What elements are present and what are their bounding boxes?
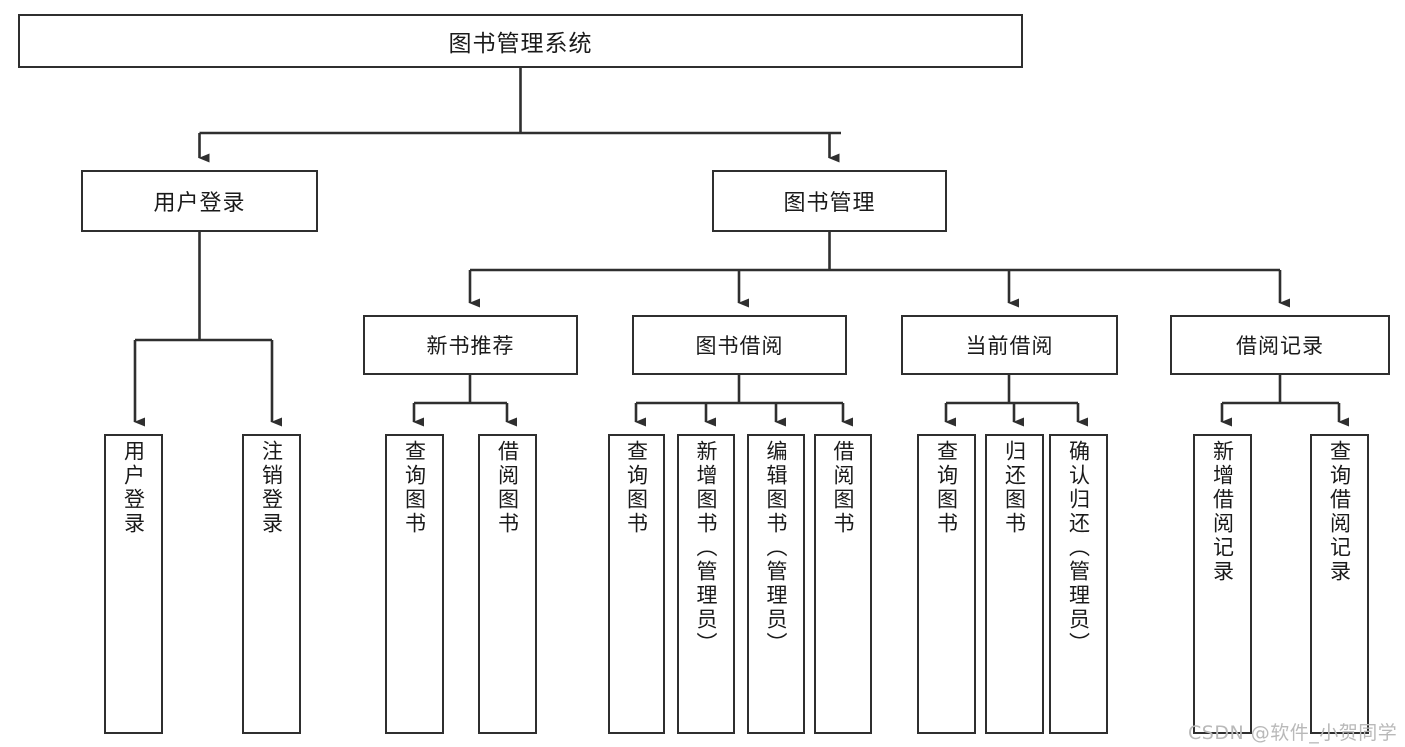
node-new-book-recommend-label: 新书推荐 bbox=[426, 334, 515, 358]
node-leaf-return-book[interactable]: 归还图书 bbox=[985, 434, 1044, 734]
node-book-management[interactable]: 图书管理 bbox=[712, 170, 947, 232]
node-leaf-user-login-label: 用户登录 bbox=[121, 440, 146, 536]
node-current-borrow[interactable]: 当前借阅 bbox=[901, 315, 1118, 375]
node-user-login[interactable]: 用户登录 bbox=[81, 170, 318, 232]
node-user-login-label: 用户登录 bbox=[153, 191, 246, 216]
node-leaf-query-book-recommend-label: 查询图书 bbox=[402, 440, 427, 536]
node-leaf-borrow-book-recommend-label: 借阅图书 bbox=[495, 440, 520, 536]
node-book-borrow[interactable]: 图书借阅 bbox=[632, 315, 847, 375]
node-leaf-query-book-current[interactable]: 查询图书 bbox=[917, 434, 976, 734]
node-leaf-query-book-recommend[interactable]: 查询图书 bbox=[385, 434, 444, 734]
node-leaf-add-book-admin[interactable]: 新增图书（管理员） bbox=[677, 434, 735, 734]
node-borrow-record-label: 借阅记录 bbox=[1236, 334, 1324, 358]
node-leaf-query-book-borrow[interactable]: 查询图书 bbox=[608, 434, 665, 734]
node-leaf-user-login[interactable]: 用户登录 bbox=[104, 434, 163, 734]
node-leaf-return-book-label: 归还图书 bbox=[1002, 440, 1027, 536]
node-leaf-borrow-book[interactable]: 借阅图书 bbox=[814, 434, 872, 734]
node-leaf-edit-book-admin-label: 编辑图书（管理员） bbox=[764, 440, 789, 656]
node-leaf-add-borrow-record-label: 新增借阅记录 bbox=[1210, 440, 1235, 584]
node-leaf-logout[interactable]: 注销登录 bbox=[242, 434, 301, 734]
node-leaf-add-borrow-record[interactable]: 新增借阅记录 bbox=[1193, 434, 1252, 734]
node-leaf-borrow-book-label: 借阅图书 bbox=[831, 440, 856, 536]
node-leaf-confirm-return-admin[interactable]: 确认归还（管理员） bbox=[1049, 434, 1108, 734]
node-book-management-label: 图书管理 bbox=[783, 191, 876, 216]
node-root-system[interactable]: 图书管理系统 bbox=[18, 14, 1023, 68]
node-borrow-record[interactable]: 借阅记录 bbox=[1170, 315, 1390, 375]
csdn-watermark: CSDN @软件_小贺同学 bbox=[1188, 722, 1398, 744]
node-leaf-add-book-admin-label: 新增图书（管理员） bbox=[694, 440, 719, 656]
node-leaf-query-book-borrow-label: 查询图书 bbox=[624, 440, 649, 536]
node-root-label: 图书管理系统 bbox=[448, 31, 593, 57]
node-leaf-query-borrow-record-label: 查询借阅记录 bbox=[1327, 440, 1352, 584]
node-new-book-recommend[interactable]: 新书推荐 bbox=[363, 315, 578, 375]
node-leaf-borrow-book-recommend[interactable]: 借阅图书 bbox=[478, 434, 537, 734]
node-leaf-query-book-current-label: 查询图书 bbox=[934, 440, 959, 536]
node-current-borrow-label: 当前借阅 bbox=[965, 334, 1054, 358]
node-leaf-edit-book-admin[interactable]: 编辑图书（管理员） bbox=[747, 434, 805, 734]
node-leaf-query-borrow-record[interactable]: 查询借阅记录 bbox=[1310, 434, 1369, 734]
node-book-borrow-label: 图书借阅 bbox=[695, 334, 784, 358]
node-leaf-logout-label: 注销登录 bbox=[259, 440, 284, 536]
node-leaf-confirm-return-admin-label: 确认归还（管理员） bbox=[1066, 440, 1091, 656]
